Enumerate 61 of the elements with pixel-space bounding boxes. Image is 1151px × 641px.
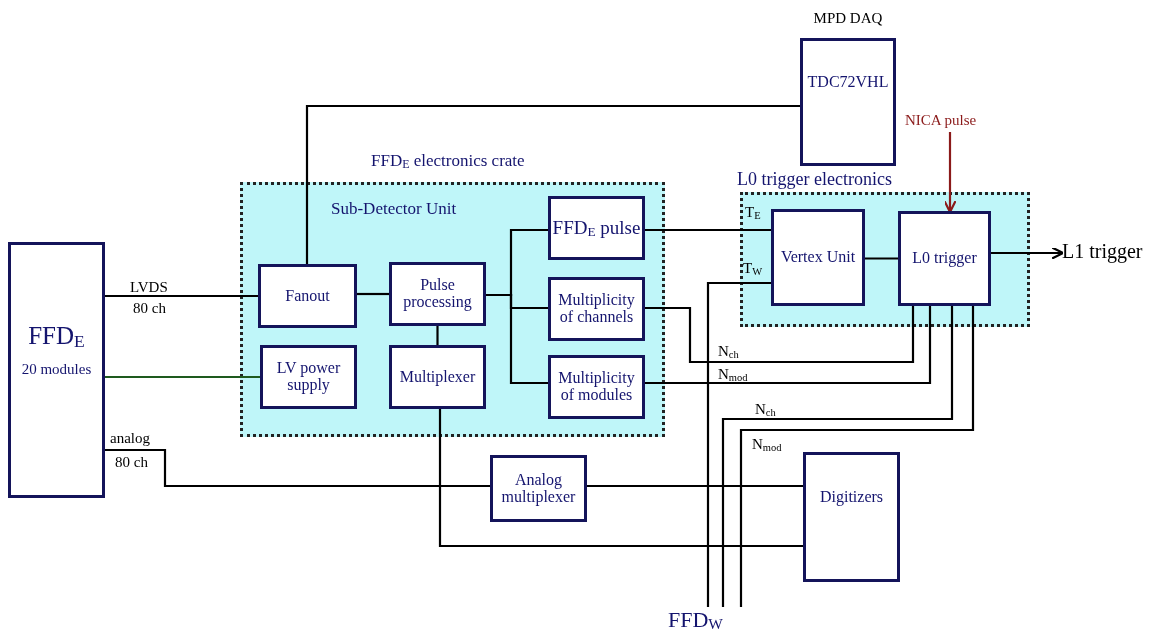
signal-label: analog	[110, 430, 150, 447]
connector-line	[305, 104, 800, 264]
arrow	[991, 246, 1065, 260]
signal-label: 80 ch	[115, 454, 148, 471]
connector-line	[739, 306, 975, 607]
panel-subheading: Sub-Detector Unit	[331, 199, 457, 219]
arrow	[943, 132, 957, 214]
box-label: Digitizers	[819, 488, 884, 506]
box-label: TDC72VHL	[807, 73, 889, 91]
connector-line	[865, 257, 898, 260]
process-box	[389, 345, 486, 409]
box-subtitle: 20 modules	[21, 361, 92, 378]
signal-label: 80 ch	[133, 300, 166, 317]
connector-line	[105, 375, 260, 379]
connector-line	[587, 484, 803, 488]
process-box	[548, 196, 645, 260]
box-heading: MPD DAQ	[812, 11, 884, 27]
box-label: Multiplicity of modules	[557, 370, 636, 404]
connector-line	[706, 281, 771, 607]
box-label: Vertex Unit	[780, 249, 856, 266]
process-box	[803, 452, 900, 582]
box-title: FFD$_{E}$	[28, 322, 85, 350]
process-box	[898, 211, 991, 306]
box-label: Multiplicity of channels	[557, 292, 636, 326]
box-label: Fanout	[285, 287, 330, 305]
box-label: Pulse processing	[402, 277, 473, 311]
process-box	[8, 242, 105, 498]
connector-line	[721, 306, 954, 607]
connector-line	[105, 448, 490, 488]
connector-line	[357, 292, 389, 296]
signal-label: N$_{ch}$	[718, 343, 739, 360]
box-label: L0 trigger	[912, 250, 977, 267]
detector-label: FFD$_{W}$	[668, 607, 748, 639]
signal-label: T$_{E}$	[745, 204, 761, 221]
signal-label: LVDS	[130, 279, 168, 296]
signal-label: N$_{mod}$	[718, 366, 748, 383]
panel-heading: FFD$_{E}$ electronics crate	[371, 151, 525, 172]
signal-label: N$_{ch}$	[755, 401, 776, 418]
process-box	[260, 345, 357, 409]
connector-line	[105, 294, 258, 298]
box-label: Analog multiplexer	[500, 471, 577, 506]
process-box	[389, 262, 486, 326]
signal-label: N$_{mod}$	[752, 436, 782, 453]
connector-line	[486, 293, 548, 385]
connector-line	[645, 306, 932, 385]
signal-label: NICA pulse	[905, 112, 995, 132]
box-label: Multiplexer	[399, 368, 476, 386]
connector-line	[438, 409, 803, 548]
process-box	[258, 264, 357, 328]
box-label: LV power supply	[275, 360, 342, 394]
box-label: FFD$_{E}$ pulse	[552, 217, 641, 239]
process-box	[548, 355, 645, 419]
process-box	[771, 209, 865, 306]
connector-line	[645, 306, 915, 364]
process-box	[548, 277, 645, 341]
panel-heading: L0 trigger electronics	[737, 169, 892, 190]
signal-label: T$_{W}$	[743, 260, 763, 277]
connector-line	[436, 326, 439, 345]
process-box	[490, 455, 587, 522]
connector-line	[645, 228, 771, 232]
signal-label: L1 trigger	[1062, 240, 1150, 266]
